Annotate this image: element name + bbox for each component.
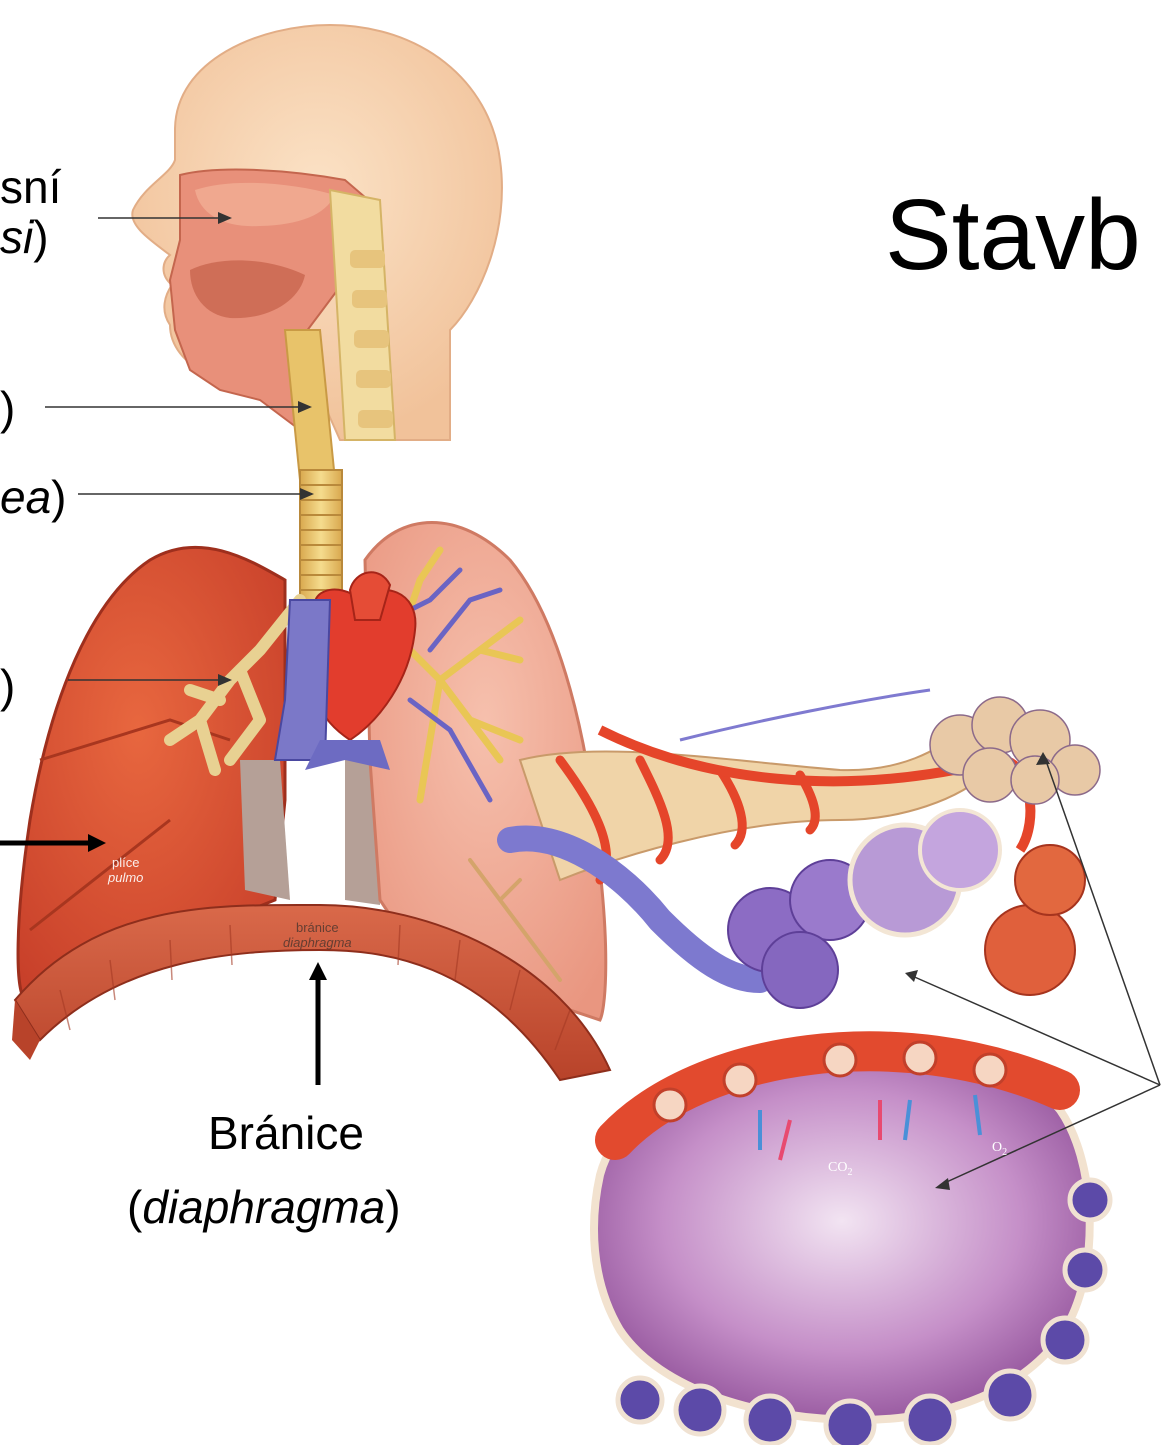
figure-label-diaphragm-la: diaphragma	[283, 935, 352, 950]
label-trachea-latin: ea	[0, 471, 51, 523]
label-trachea: ea)	[0, 474, 67, 520]
figure-label-co2: CO2	[828, 1160, 852, 1178]
label-trachea-close: )	[51, 471, 66, 523]
label-larynx: )	[0, 385, 15, 431]
label-bronchus-close: )	[0, 660, 15, 712]
label-nasal-latin: si	[0, 211, 33, 263]
figure-label-lung: plíce pulmo	[108, 855, 143, 885]
label-diaphragm-close: )	[385, 1181, 400, 1233]
label-diaphragm-main: Bránice	[208, 1107, 364, 1159]
trachea-shape	[300, 470, 342, 600]
label-nasal-cavity: sní	[0, 164, 61, 210]
label-nasal-close: )	[33, 211, 48, 263]
label-bronchus: )	[0, 663, 15, 709]
label-diaphragm: Bránice	[208, 1110, 364, 1156]
figure-label-lung-la: pulmo	[108, 870, 143, 885]
o2-sub: 2	[1002, 1147, 1007, 1158]
label-diaphragm-open: (	[127, 1181, 142, 1233]
label-diaphragm-italic: diaphragma	[142, 1181, 385, 1233]
co2-text: CO	[828, 1160, 847, 1175]
figure-label-lung-cz: plíce	[108, 855, 143, 870]
figure-label-diaphragm: bránice diaphragma	[283, 920, 352, 950]
slide-title: Stavb	[885, 178, 1141, 293]
figure-label-diaphragm-cz: bránice	[283, 920, 352, 935]
label-diaphragm-latin: (diaphragma)	[127, 1184, 401, 1230]
label-nasal-line1: sní	[0, 161, 61, 213]
figure-label-o2: O2	[992, 1140, 1007, 1158]
label-nasal-cavity-latin: si)	[0, 214, 49, 260]
o2-text: O	[992, 1140, 1002, 1155]
label-larynx-close: )	[0, 382, 15, 434]
co2-sub: 2	[847, 1167, 852, 1178]
